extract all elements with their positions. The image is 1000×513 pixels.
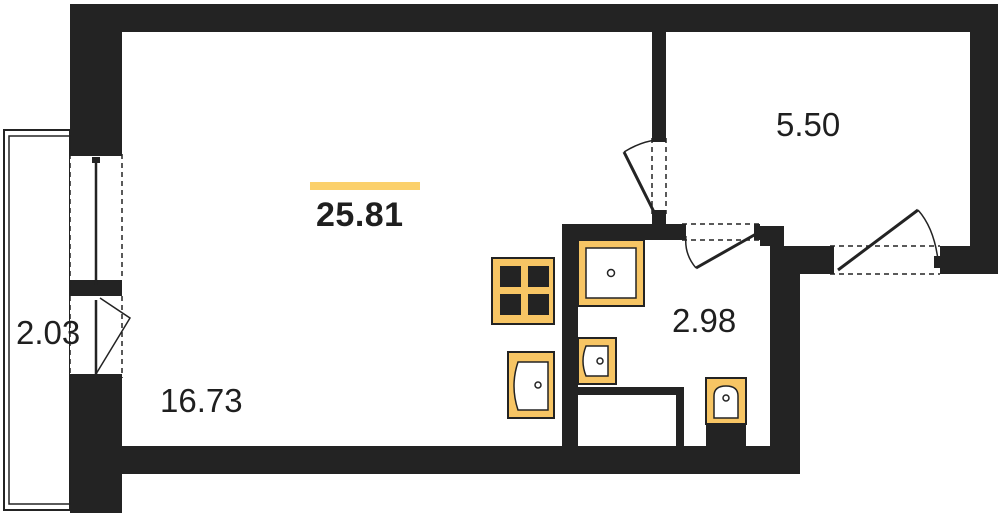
wall-right-step <box>940 246 998 274</box>
wall-wc-top <box>562 224 682 240</box>
washbasin-icon <box>577 337 617 385</box>
wall-right-outer <box>970 4 998 274</box>
main-room-area-label: 16.73 <box>160 382 243 419</box>
wall-left-upper <box>70 4 122 154</box>
toilet-icon <box>705 377 747 446</box>
balcony-door <box>69 296 132 378</box>
total-area-label: 25.81 <box>316 196 404 234</box>
wall-corridor-nub <box>784 246 830 274</box>
sink-icon <box>507 351 555 419</box>
balcony-area-label: 2.03 <box>16 314 81 351</box>
bathroom-area-label: 5.50 <box>776 106 841 143</box>
entrance-door <box>828 208 942 275</box>
wall-bottom <box>70 446 800 474</box>
window-icon <box>69 151 123 295</box>
door-swing-icon <box>622 136 667 217</box>
total-area-underline <box>310 182 420 190</box>
wall-bottom-stub <box>70 474 122 513</box>
wall-bath-left <box>652 4 666 138</box>
wall-top <box>70 4 998 32</box>
wall-wc-left <box>562 224 578 446</box>
walls <box>70 4 998 513</box>
wc-area-label: 2.98 <box>672 302 737 339</box>
wc-door <box>680 223 760 270</box>
wall-right-lower <box>770 246 800 474</box>
wall-wc-partition-post <box>676 387 684 446</box>
wall-wc-partition <box>578 387 684 395</box>
stove-icon <box>491 257 555 325</box>
wall-corridor-right <box>760 226 784 246</box>
shower-tray-icon <box>577 239 645 307</box>
